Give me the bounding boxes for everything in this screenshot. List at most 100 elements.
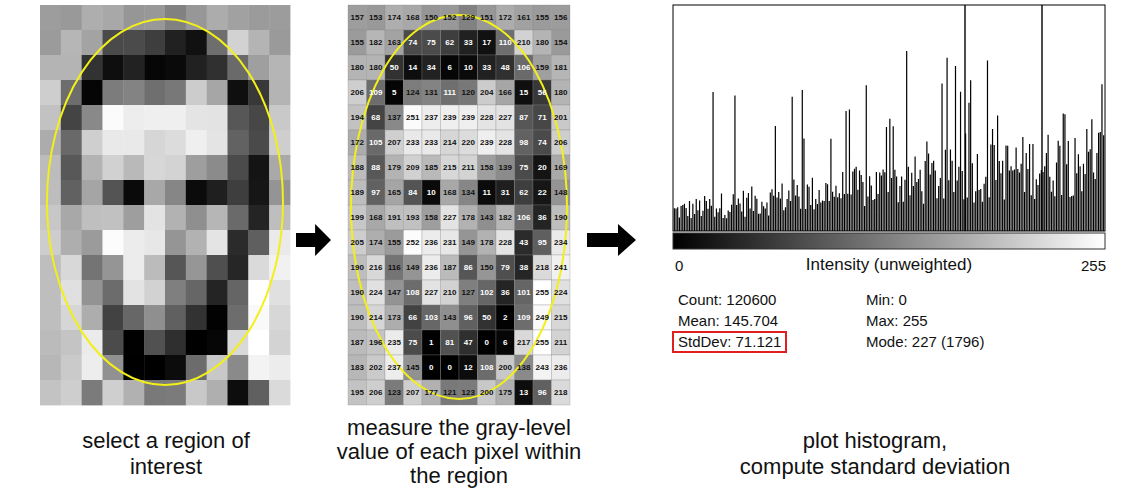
pixel (207, 255, 228, 280)
grid-cell (422, 30, 441, 55)
pixel-value: 152 (441, 5, 460, 30)
step-caption: select a region of interest (61, 428, 271, 480)
grid-cell (478, 380, 497, 405)
grid-cell (348, 55, 367, 80)
histogram-spike (1041, 5, 1042, 231)
grid-cell (552, 280, 571, 305)
pixel (165, 180, 186, 205)
pixel (144, 305, 165, 330)
grid-cell (459, 80, 478, 105)
grid-cell (533, 130, 552, 155)
pixel (207, 105, 228, 130)
pixel-value: 207 (404, 380, 423, 405)
pixel (61, 80, 82, 105)
pixel-value: 50 (478, 305, 497, 330)
pixel (186, 255, 207, 280)
pixel-value: 148 (552, 180, 571, 205)
grid-cell (348, 130, 367, 155)
pixel-value: 182 (496, 205, 515, 230)
pixel-value: 174 (367, 230, 386, 255)
pixel-value: 139 (496, 155, 515, 180)
stat-value: Min: 0 (866, 291, 907, 309)
grid-cell (496, 205, 515, 230)
grid-cell (496, 305, 515, 330)
grid-cell (348, 105, 367, 130)
pixel-value: 0 (422, 355, 441, 380)
pixel-value: 227 (441, 205, 460, 230)
grid-cell (459, 355, 478, 380)
grid-cell (385, 105, 404, 130)
pixel (228, 230, 249, 255)
pixel-value: 207 (385, 130, 404, 155)
grid-cell (533, 305, 552, 330)
pixel-value: 218 (533, 255, 552, 280)
grid-cell (552, 80, 571, 105)
grid-cell (367, 280, 386, 305)
pixel (82, 155, 103, 180)
pixel-value: 86 (459, 255, 478, 280)
pixel-value: 214 (441, 130, 460, 155)
pixel-value: 233 (404, 130, 423, 155)
grid-cell (404, 230, 423, 255)
grid-cell (367, 105, 386, 130)
grid-cell (478, 55, 497, 80)
grid-cell (422, 105, 441, 130)
pixel-value: 109 (367, 80, 386, 105)
pixel (207, 280, 228, 305)
pixel-value: 172 (496, 5, 515, 30)
grid-cell (441, 155, 460, 180)
grid-cell (496, 130, 515, 155)
pixel-value: 84 (404, 180, 423, 205)
pixel (123, 355, 144, 380)
grid-cell (552, 305, 571, 330)
pixel (123, 280, 144, 305)
grid-cell (515, 155, 534, 180)
grid-cell (515, 130, 534, 155)
pixel-value: 211 (552, 330, 571, 355)
pixel (248, 255, 269, 280)
pixel-value: 155 (533, 5, 552, 30)
grid-cell (385, 155, 404, 180)
grid-cell (441, 305, 460, 330)
pixel-value: 216 (367, 255, 386, 280)
pixel (186, 355, 207, 380)
pixel (144, 255, 165, 280)
pixel (82, 305, 103, 330)
grid-cell (422, 205, 441, 230)
pixel (61, 380, 82, 405)
pixel-value: 163 (385, 30, 404, 55)
pixel (144, 180, 165, 205)
pixel-value: 123 (459, 380, 478, 405)
grid-cell (552, 355, 571, 380)
grid-cell (552, 380, 571, 405)
pixel (103, 330, 124, 355)
pixel (123, 155, 144, 180)
pixel (82, 230, 103, 255)
pixel (228, 80, 249, 105)
pixel (144, 55, 165, 80)
pixel-value: 17 (478, 30, 497, 55)
grid-cell (459, 380, 478, 405)
pixel-value: 165 (385, 180, 404, 205)
pixel-value: 1 (422, 330, 441, 355)
pixel-value: 123 (385, 380, 404, 405)
grid-cell (348, 380, 367, 405)
grid-cell (552, 330, 571, 355)
pixel-value: 202 (367, 355, 386, 380)
grid-cell (367, 55, 386, 80)
pixel-value: 190 (348, 280, 367, 305)
pixel-value: 22 (533, 180, 552, 205)
pixel-value: 88 (367, 155, 386, 180)
pixel (61, 330, 82, 355)
pixel-value: 191 (385, 205, 404, 230)
pixel-value: 189 (348, 180, 367, 205)
pixel-value: 36 (533, 205, 552, 230)
grid-cell (404, 105, 423, 130)
grid-cell (515, 255, 534, 280)
grid-cell (385, 305, 404, 330)
grid-cell (422, 355, 441, 380)
pixel-value: 215 (552, 305, 571, 330)
histogram-frame (673, 5, 1105, 231)
pixel (248, 155, 269, 180)
pixel (82, 280, 103, 305)
